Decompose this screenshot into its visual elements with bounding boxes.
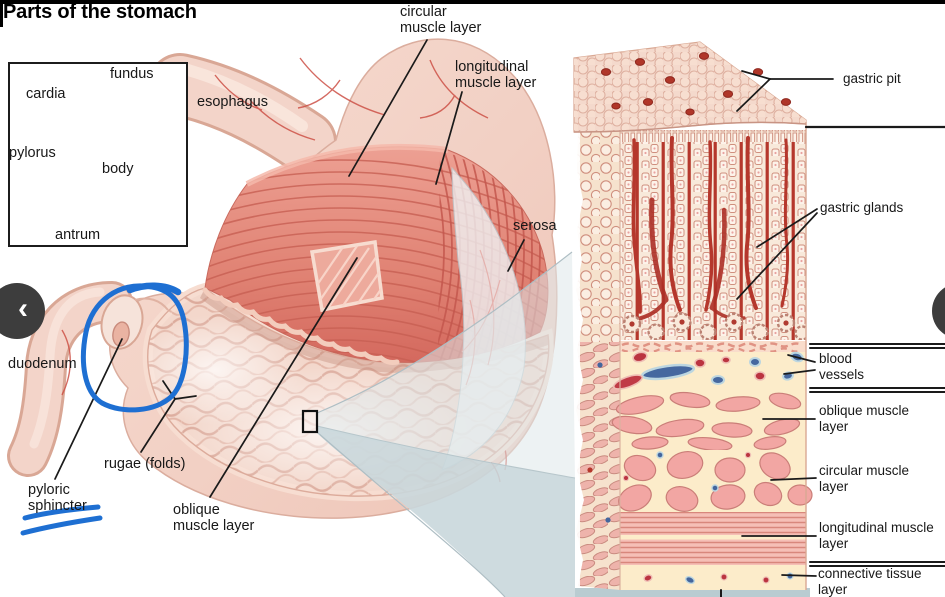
label-longitudinal-muscle: longitudinal muscle layer (455, 59, 537, 92)
gland-cross-sections (622, 312, 806, 340)
page-title: Parts of the stomach (3, 1, 197, 23)
leader-lines (54, 39, 945, 597)
label-longitudinal-muscle-layer: longitudinal muscle layer (819, 520, 934, 551)
inset-frame (8, 62, 188, 247)
next-button[interactable]: › (932, 283, 945, 339)
label-circular-muscle: circular muscle layer (400, 4, 482, 37)
label-gastric-glands: gastric glands (820, 200, 904, 215)
label-serosa: serosa (513, 218, 557, 234)
serosa-vessels (61, 57, 507, 483)
label-esophagus: esophagus (197, 94, 268, 110)
magnifier-funnel (316, 251, 810, 597)
label-circular-muscle-layer: circular muscle layer (819, 463, 910, 494)
label-oblique-muscle: oblique muscle layer (173, 502, 255, 535)
hand-annotations (20, 282, 189, 536)
histology-block (573, 41, 813, 590)
annotation-underline-1 (22, 504, 101, 521)
label-duodenum: duodenum (8, 356, 77, 372)
label-pyloric-sphincter: pyloric sphincter (28, 482, 87, 515)
top-bar (0, 0, 945, 4)
chevron-left-icon: ‹ (18, 292, 28, 325)
magnified-region-marker (301, 409, 319, 434)
inset-label-fundus: fundus (110, 66, 154, 82)
label-rugae: rugae (folds) (104, 456, 186, 472)
label-connective-tissue-layer: connective tissue layer (818, 566, 922, 597)
inset-label-antrum: antrum (55, 227, 101, 243)
inset-label-cardia: cardia (26, 86, 66, 102)
annotation-circle-overlap (126, 282, 182, 296)
label-blood-vessels: blood vessels (819, 351, 865, 382)
gastric-pit-openings (600, 52, 792, 116)
annotation-underline-2 (20, 515, 103, 536)
label-oblique-muscle-layer: oblique muscle layer (819, 403, 910, 434)
inset-label-body: body (102, 161, 134, 177)
inset-label-pylorus: pylorus (9, 145, 56, 161)
top-left-notch (0, 0, 3, 27)
prev-button[interactable]: ‹ (0, 283, 45, 339)
annotation-circle (80, 283, 189, 413)
label-gastric-pit: gastric pit (843, 71, 901, 86)
oblique-fascicles (611, 391, 802, 451)
